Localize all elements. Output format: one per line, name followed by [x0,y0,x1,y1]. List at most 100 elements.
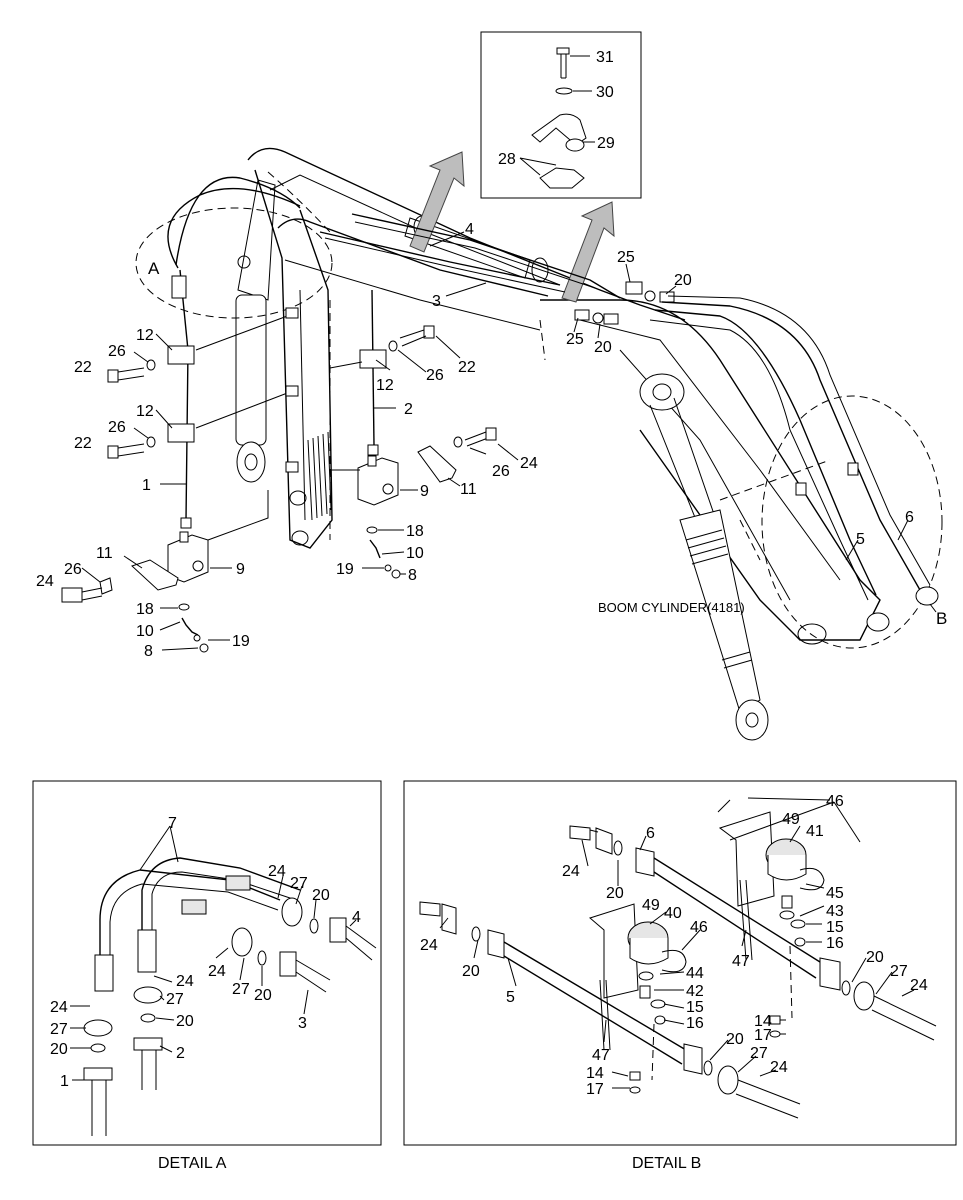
detail-b: 46 49 41 6 24 20 45 43 15 16 47 14 17 20… [403,780,957,1172]
detail-a-label-1: 1 [60,1073,69,1090]
detail-a-label-3: 3 [298,1015,307,1032]
detail-b-label-43: 43 [826,903,844,920]
detail-b-label-17: 17 [586,1081,604,1098]
label-22: 22 [74,435,92,452]
valve-block-right [357,427,497,579]
label-12: 12 [376,377,394,394]
detail-a-label-20: 20 [254,987,272,1004]
label-26: 26 [492,463,510,480]
label-26: 26 [108,343,126,360]
label-10: 10 [406,545,424,562]
detail-b-label-6: 6 [646,825,655,842]
label-29: 29 [597,135,615,152]
detail-b-label-40: 40 [664,905,682,922]
label-26: 26 [64,561,82,578]
label-31: 31 [596,49,614,66]
label-9: 9 [420,483,429,500]
label-26: 26 [426,367,444,384]
detail-a-label-27: 27 [166,991,184,1008]
detail-b-label-16: 16 [686,1015,704,1032]
detail-b-label-41: 41 [806,823,824,840]
detail-b-label-20: 20 [866,949,884,966]
label-11: 11 [96,545,113,562]
detail-b-label-45: 45 [826,885,844,902]
label-26: 26 [108,419,126,436]
detail-b-label-20: 20 [606,885,624,902]
detail-b-label-46: 46 [690,919,708,936]
detail-a-caption: DETAIL A [158,1155,227,1172]
label-12: 12 [136,327,154,344]
label-20: 20 [594,339,612,356]
arrow-up-icon [409,151,465,253]
label-30: 30 [596,84,614,101]
detail-b-label-20: 20 [726,1031,744,1048]
detail-a-label-20: 20 [312,887,330,904]
detail-b-label-44: 44 [686,965,704,982]
detail-b-label-27: 27 [890,963,908,980]
detail-b-label-14: 14 [754,1013,772,1030]
label-9: 9 [236,561,245,578]
detail-b-label-15: 15 [686,999,704,1016]
detail-b-label-20: 20 [462,963,480,980]
label-24: 24 [36,573,54,590]
label-2: 2 [404,401,413,418]
detail-b-label-27: 27 [750,1045,768,1062]
detail-a-label-4: 4 [352,909,361,926]
detail-b-label-14: 14 [586,1065,604,1082]
detail-b-label-46: 46 [826,793,844,810]
label-4: 4 [465,221,474,238]
detail-b-label-49: 49 [642,897,660,914]
label-22: 22 [458,359,476,376]
detail-a-label-24: 24 [176,973,194,990]
label-22: 22 [74,359,92,376]
label-25: 25 [566,331,584,348]
label-28: 28 [498,151,516,168]
detail-a-label-20: 20 [176,1013,194,1030]
label-19: 19 [336,561,354,578]
detail-b-label-24: 24 [562,863,580,880]
label-10: 10 [136,623,154,640]
label-20: 20 [674,272,692,289]
detail-b-label-47: 47 [732,953,750,970]
detail-a-label-24: 24 [50,999,68,1016]
detail-a-label-20: 20 [50,1041,68,1058]
detail-b-label-24: 24 [910,977,928,994]
label-1: 1 [142,477,151,494]
detail-b-label-42: 42 [686,983,704,1000]
label-11: 11 [460,481,477,498]
label-8: 8 [144,643,153,660]
detail-b-label-15: 15 [826,919,844,936]
main-assembly: A B 4 3 25 20 25 20 12 26 22 12 26 22 12… [36,147,947,741]
detail-b-label-5: 5 [506,989,515,1006]
label-detail-b-callout: B [936,609,947,628]
detail-a-label-24: 24 [208,963,226,980]
label-24: 24 [520,455,538,472]
label-detail-a-callout: A [148,259,160,278]
detail-b-label-49: 49 [782,811,800,828]
detail-b-label-47: 47 [592,1047,610,1064]
label-25: 25 [617,249,635,266]
detail-b-label-24: 24 [770,1059,788,1076]
label-19: 19 [232,633,250,650]
detail-b-caption: DETAIL B [632,1155,701,1172]
detail-b-label-24: 24 [420,937,438,954]
label-5: 5 [856,531,865,548]
label-3: 3 [432,293,441,310]
detail-a: 7 24 27 20 4 24 27 20 3 24 27 20 2 24 27… [32,780,382,1172]
clamp-inset: 31 30 29 28 [480,31,642,199]
detail-a-label-27: 27 [290,875,308,892]
detail-b-label-17: 17 [754,1027,772,1044]
arrow-up-icon [561,201,615,303]
detail-a-label-2: 2 [176,1045,185,1062]
label-18: 18 [136,601,154,618]
detail-a-label-27: 27 [50,1021,68,1038]
label-12: 12 [136,403,154,420]
label-18: 18 [406,523,424,540]
label-6: 6 [905,509,914,526]
detail-b-label-16: 16 [826,935,844,952]
valve-block-left [61,531,209,653]
detail-a-label-27: 27 [232,981,250,998]
detail-a-label-7: 7 [168,815,177,832]
detail-a-label-24: 24 [268,863,286,880]
